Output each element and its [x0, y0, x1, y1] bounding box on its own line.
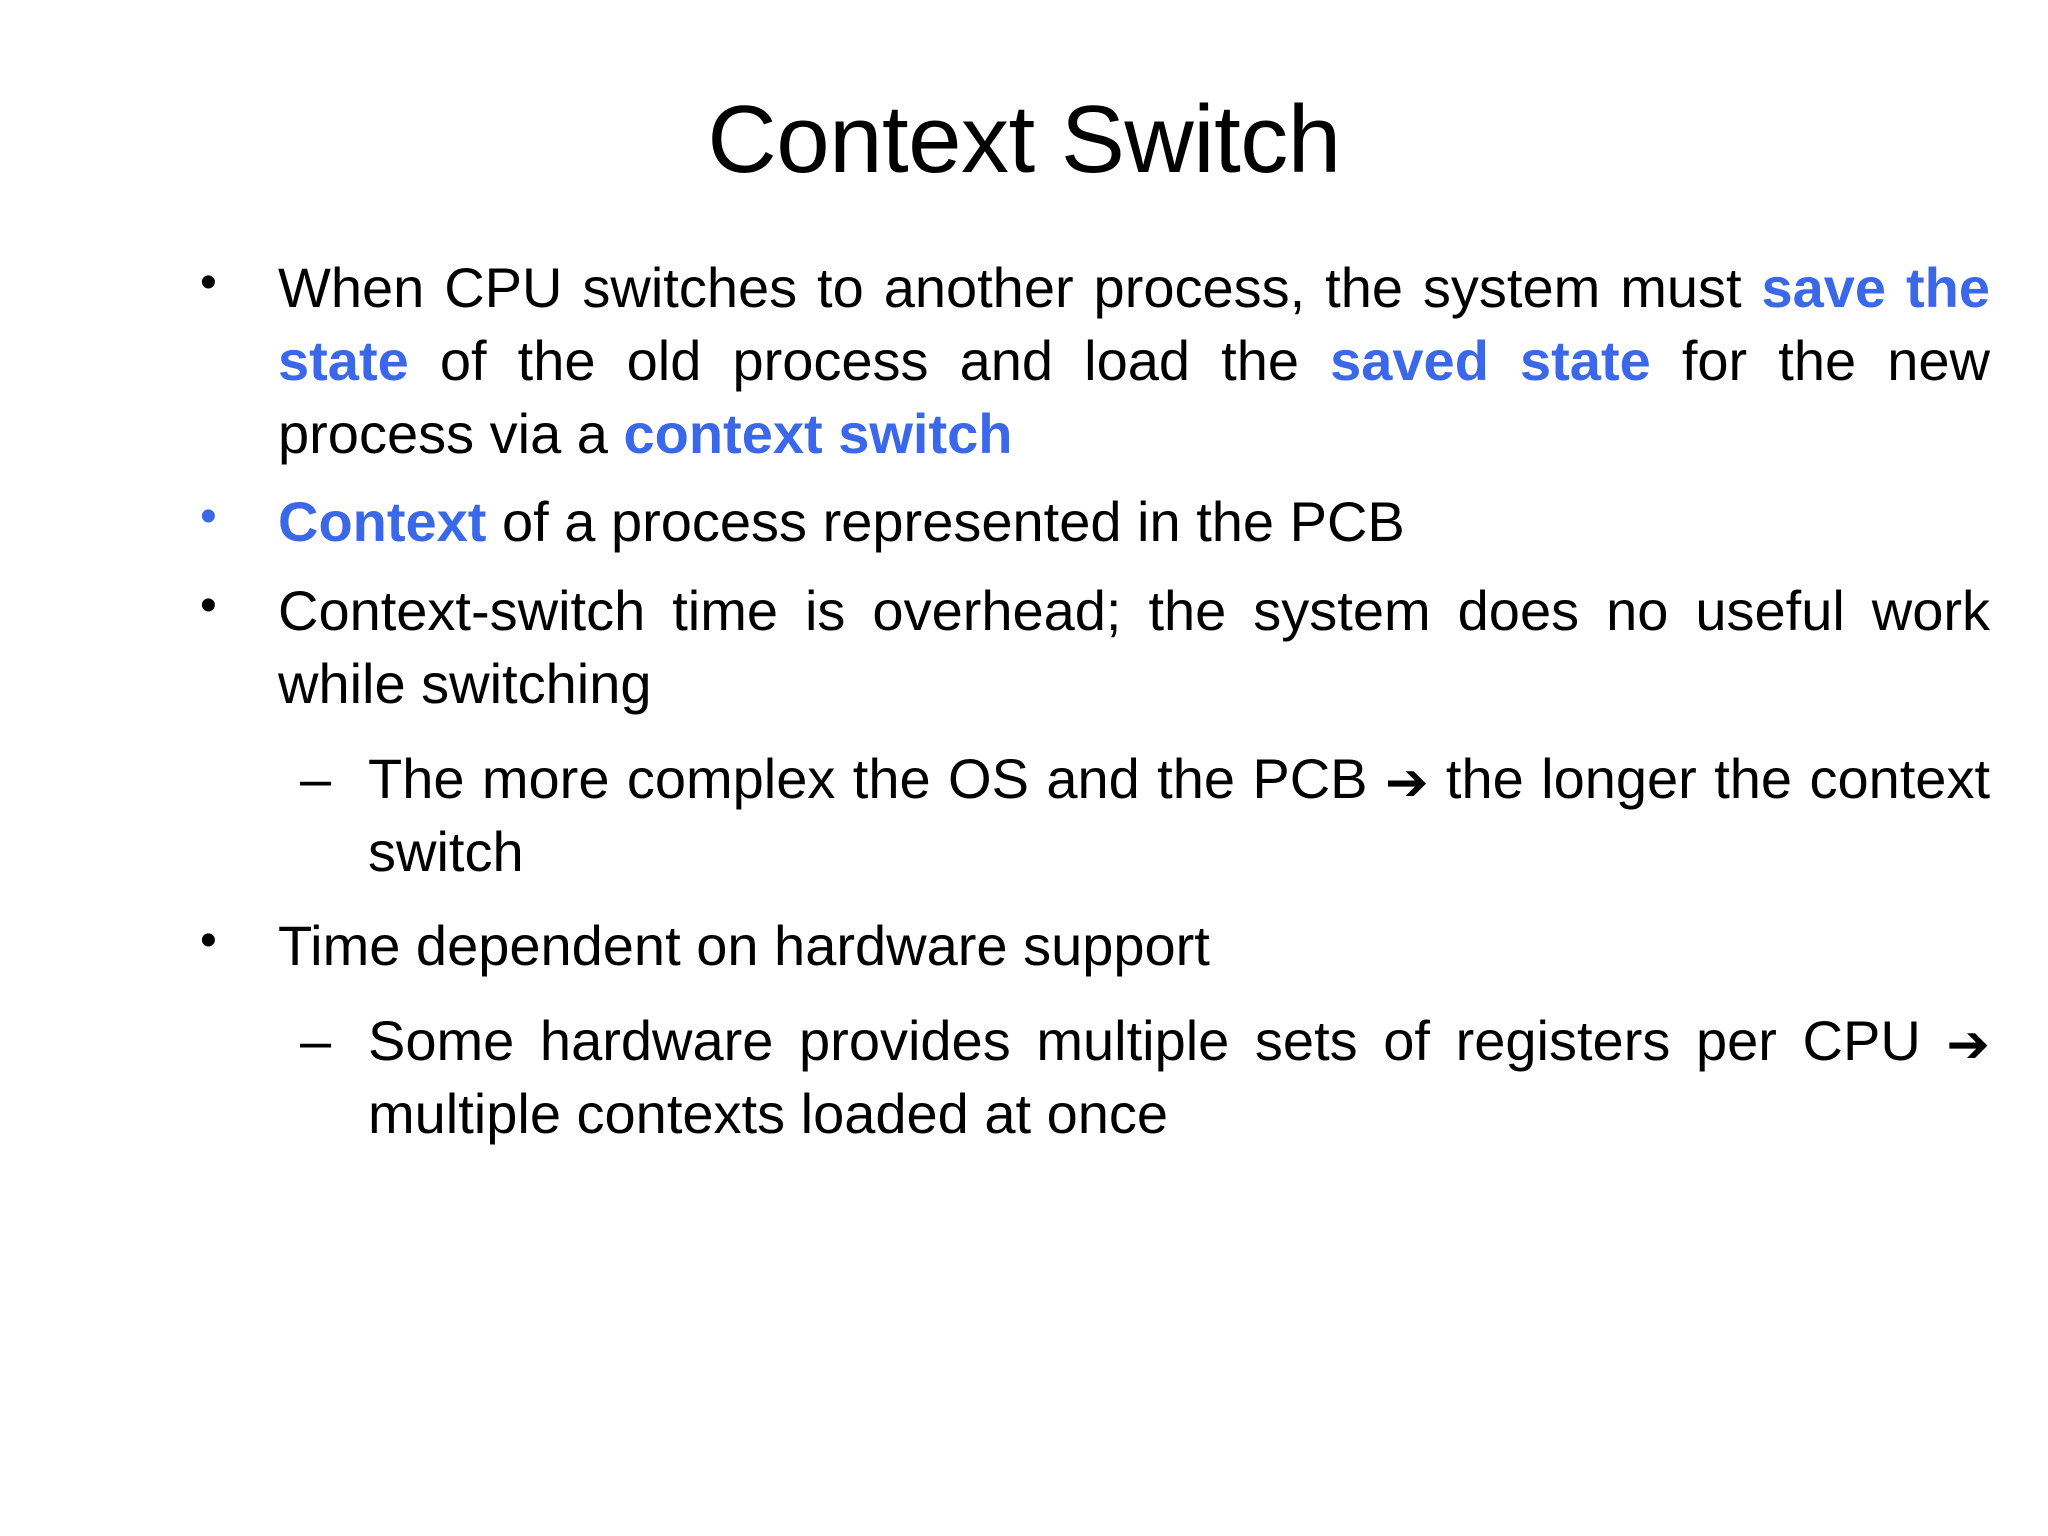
text-segment: multiple contexts loaded at once: [368, 1081, 1169, 1145]
bullet-marker-icon: •: [200, 490, 217, 544]
right-arrow-icon: ➔: [1946, 1015, 1990, 1076]
text-segment: of the old process and load the: [408, 328, 1331, 392]
text-segment: When CPU switches to another process, th…: [278, 256, 1762, 319]
sub-list-item-text: The more complex the OS and the PCB ➔ th…: [368, 743, 1990, 889]
text-segment: of a process represented in the PCB: [486, 490, 1405, 554]
list-item-text: Time dependent on hardware support: [278, 910, 1990, 983]
text-segment: Time dependent on hardware support: [278, 914, 1210, 978]
list-item: • Time dependent on hardware support: [200, 910, 1990, 983]
sub-list-item: – The more complex the OS and the PCB ➔ …: [200, 743, 1990, 889]
text-segment: Some hardware provides multiple sets of …: [368, 1009, 1947, 1073]
sub-bullet-marker-icon: –: [300, 1009, 332, 1073]
highlight-segment: saved state: [1330, 328, 1651, 392]
highlight-segment: context switch: [623, 401, 1013, 465]
list-item: • Context-switch time is overhead; the s…: [200, 575, 1990, 721]
list-item-text: Context of a process represented in the …: [278, 486, 1990, 559]
sub-bullet-marker-icon: –: [300, 746, 332, 810]
page-title: Context Switch: [707, 86, 1341, 194]
sub-list-item: – Some hardware provides multiple sets o…: [200, 1005, 1990, 1151]
bullet-marker-icon: •: [200, 579, 217, 633]
text-segment: Context-switch time is overhead; the sys…: [278, 579, 1990, 715]
list-item: • When CPU switches to another process, …: [200, 252, 1990, 470]
list-item: • Context of a process represented in th…: [200, 486, 1990, 559]
bullet-marker-icon: •: [200, 914, 217, 968]
right-arrow-icon: ➔: [1384, 752, 1429, 813]
highlight-segment: Context: [278, 490, 487, 554]
list-item-text: Context-switch time is overhead; the sys…: [278, 575, 1990, 721]
text-segment: for the new process via a: [278, 328, 1990, 465]
highlight-segment: save the state: [278, 256, 1990, 392]
bullet-marker-icon: •: [200, 256, 217, 309]
sub-list-item-text: Some hardware provides multiple sets of …: [368, 1005, 1990, 1151]
text-segment: The more complex the OS and the PCB: [368, 746, 1385, 810]
list-item-text: When CPU switches to another process, th…: [278, 252, 1990, 470]
text-segment: the longer the context switch: [368, 746, 1990, 883]
slide-body: • When CPU switches to another process, …: [200, 252, 1990, 1157]
